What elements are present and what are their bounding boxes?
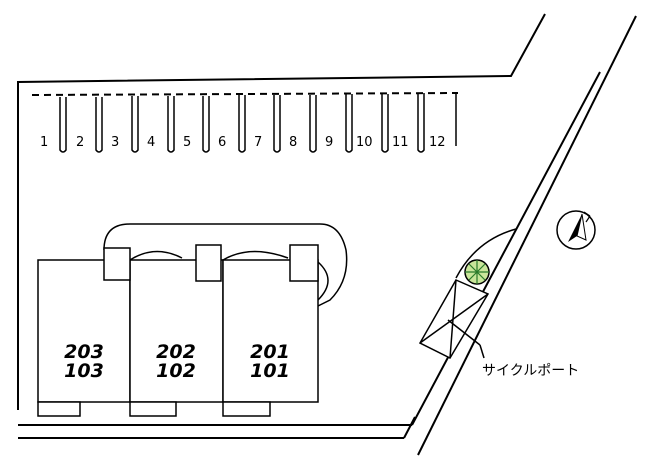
balcony	[129, 401, 177, 417]
parking-space-11: 11	[392, 135, 409, 150]
parking-divider	[202, 96, 210, 153]
parking-divider	[273, 95, 281, 153]
unit-label-upper: 202	[156, 341, 196, 363]
tree-icon	[464, 259, 490, 285]
parking-space-2: 2	[76, 135, 85, 150]
parking-space-7: 7	[254, 135, 263, 150]
parking-divider	[167, 96, 175, 153]
parking-space-3: 3	[111, 135, 120, 150]
cycle-port-leader	[447, 319, 481, 346]
unit-label-upper: 201	[250, 341, 290, 363]
parking-space-8: 8	[289, 135, 298, 150]
parking-space-5: 5	[183, 135, 192, 150]
parking-divider	[131, 96, 139, 153]
balcony	[222, 401, 271, 417]
road-diagonal-outer	[417, 15, 637, 456]
unit-block-202	[129, 259, 224, 403]
parking-divider	[381, 94, 389, 153]
lot-boundary	[17, 13, 546, 410]
unit-label-lower: 102	[156, 360, 196, 382]
parking-divider	[309, 95, 317, 153]
entrance-box	[103, 247, 131, 281]
unit-label-lower: 103	[64, 360, 104, 382]
entrance-arc	[222, 250, 289, 261]
parking-divider	[238, 95, 246, 153]
unit-block-201	[222, 259, 319, 403]
parking-divider	[345, 94, 353, 153]
parking-divider	[59, 97, 67, 153]
unit-label-lower: 101	[250, 360, 290, 382]
parking-space-4: 4	[147, 135, 156, 150]
unit-label-upper: 203	[64, 341, 104, 363]
parking-divider	[417, 93, 425, 153]
entrance-box	[195, 244, 222, 282]
balcony	[37, 401, 81, 417]
entrance-arc	[129, 250, 183, 261]
cycle-port-curve	[455, 228, 517, 279]
building-canopy	[103, 223, 348, 307]
parking-space-12: 12	[429, 135, 446, 150]
cycle-port	[418, 228, 517, 359]
cycle-port-cross	[419, 293, 489, 344]
unit-block-203	[37, 259, 131, 403]
entrance-box	[289, 244, 319, 282]
parking-space-1: 1	[40, 135, 49, 150]
parking-space-10: 10	[356, 135, 373, 150]
parking-dividers	[59, 93, 457, 153]
road-diagonal-stub	[403, 416, 416, 439]
building-canopy-inner	[317, 261, 329, 301]
road-diagonal-inner	[411, 71, 601, 426]
cycle-port-leader	[479, 344, 485, 359]
parking-divider	[95, 97, 103, 153]
parking-space-6: 6	[218, 135, 227, 150]
cycle-port-label: サイクルポート	[482, 363, 580, 379]
parking-line	[31, 92, 459, 96]
north-arrow-icon	[556, 210, 596, 250]
parking-space-9: 9	[325, 135, 334, 150]
